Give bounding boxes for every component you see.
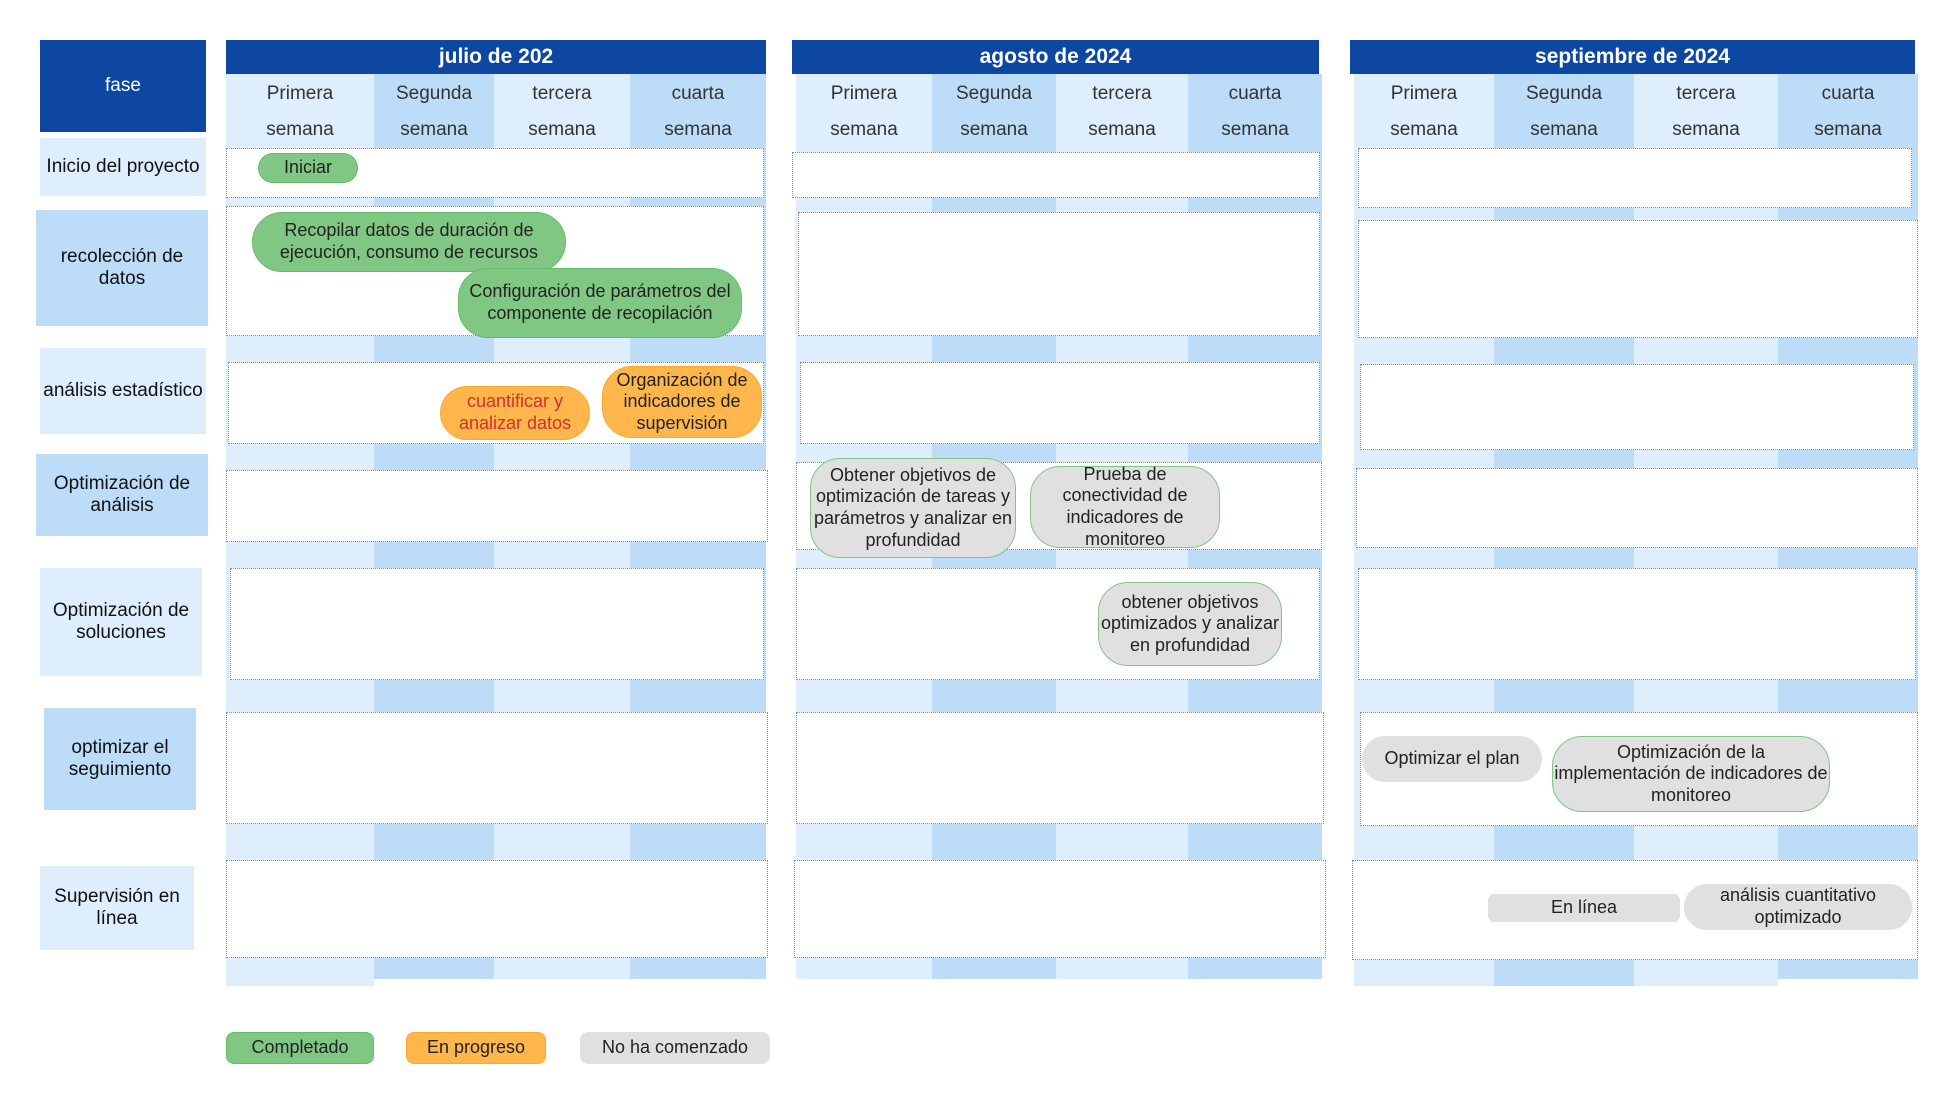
task-en-linea[interactable]: En línea bbox=[1488, 894, 1680, 922]
phase-header-label: fase bbox=[105, 75, 141, 97]
phase-label: recolección de datos bbox=[60, 246, 184, 289]
legend-no-comenzado: No ha comenzado bbox=[580, 1032, 770, 1064]
task-organizacion-indicadores[interactable]: Organización de indicadores de supervisi… bbox=[602, 366, 762, 438]
row-box bbox=[1356, 468, 1918, 548]
row-box bbox=[798, 212, 1320, 336]
phase-label: Optimización de soluciones bbox=[52, 600, 190, 643]
row-box bbox=[1358, 148, 1912, 208]
month-header-agosto: agosto de 2024 bbox=[792, 40, 1319, 74]
phase-recoleccion: recolección de datos bbox=[36, 210, 208, 326]
task-optimizacion-implementacion[interactable]: Optimización de la implementación de ind… bbox=[1552, 736, 1830, 812]
legend-completado: Completado bbox=[226, 1032, 374, 1064]
month-title: septiembre de 2024 bbox=[1535, 45, 1730, 68]
month-title: agosto de 2024 bbox=[979, 45, 1132, 68]
phase-analisis-estadistico: análisis estadístico bbox=[40, 348, 206, 434]
phase-optimizacion-analisis: Optimización de análisis bbox=[36, 454, 208, 536]
row-box bbox=[796, 712, 1324, 824]
row-box bbox=[230, 568, 764, 680]
phase-optimizacion-soluciones: Optimización de soluciones bbox=[40, 568, 202, 676]
row-box bbox=[226, 860, 768, 958]
phase-label: análisis estadístico bbox=[43, 380, 203, 402]
row-box bbox=[794, 860, 1326, 958]
row-box bbox=[800, 362, 1320, 444]
month-header-julio: julio de 202 bbox=[226, 40, 766, 74]
row-box bbox=[1358, 220, 1918, 338]
task-prueba-conectividad[interactable]: Prueba de conectividad de indicadores de… bbox=[1030, 464, 1220, 549]
phase-label: Optimización de análisis bbox=[53, 473, 191, 516]
task-optimizar-plan[interactable]: Optimizar el plan bbox=[1362, 736, 1542, 782]
legend-en-progreso: En progreso bbox=[406, 1032, 546, 1064]
phase-label: Inicio del proyecto bbox=[46, 156, 200, 178]
row-box bbox=[1360, 364, 1914, 450]
phase-supervision: Supervisión en línea bbox=[40, 866, 194, 950]
task-obtener-objetivos[interactable]: Obtener objetivos de optimización de tar… bbox=[810, 458, 1016, 558]
phase-label: Supervisión en línea bbox=[54, 886, 180, 929]
row-box bbox=[226, 470, 768, 542]
row-box bbox=[1358, 568, 1916, 680]
task-configuracion-parametros[interactable]: Configuración de parámetros del componen… bbox=[458, 268, 742, 338]
task-iniciar[interactable]: Iniciar bbox=[258, 153, 358, 183]
task-cuantificar-analizar[interactable]: cuantificar y analizar datos bbox=[440, 386, 590, 440]
task-obtener-optimizados[interactable]: obtener objetivos optimizados y analizar… bbox=[1098, 582, 1282, 666]
row-box bbox=[792, 152, 1320, 198]
task-recopilar-datos[interactable]: Recopilar datos de duración de ejecución… bbox=[252, 212, 566, 272]
phase-label: optimizar el seguimiento bbox=[68, 737, 172, 780]
month-title: julio de 202 bbox=[438, 45, 554, 68]
month-header-septiembre: septiembre de 2024 bbox=[1350, 40, 1915, 74]
task-analisis-cuantitativo[interactable]: análisis cuantitativo optimizado bbox=[1684, 884, 1912, 930]
phase-optimizar-seguimiento: optimizar el seguimiento bbox=[44, 708, 196, 810]
phase-header: fase bbox=[40, 40, 206, 132]
row-box bbox=[226, 712, 768, 824]
phase-inicio: Inicio del proyecto bbox=[40, 138, 206, 196]
